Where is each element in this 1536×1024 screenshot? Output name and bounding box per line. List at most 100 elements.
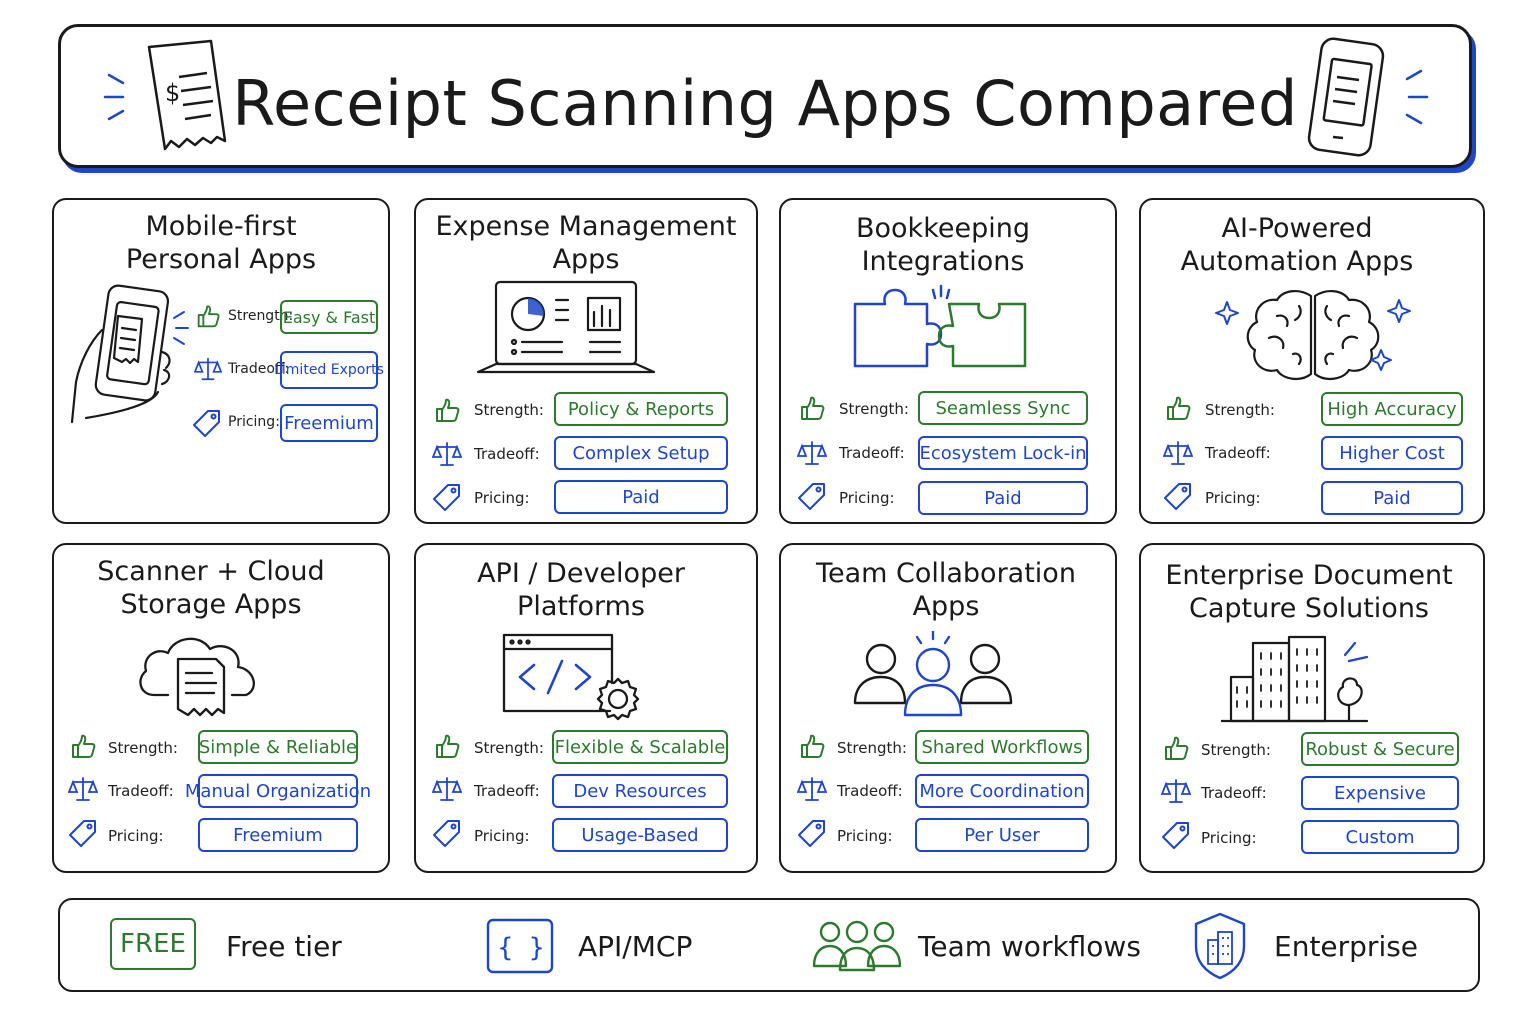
strength-pill: High Accuracy xyxy=(1321,392,1463,426)
strength-icon xyxy=(432,731,462,761)
strength-label: Strength: xyxy=(108,739,178,757)
pricing-pill: Paid xyxy=(918,481,1088,515)
pricing-icon xyxy=(432,818,462,848)
tradeoff-label: Tradeoff: xyxy=(839,444,905,462)
pricing-icon xyxy=(192,408,222,438)
tradeoff-pill: Ecosystem Lock-in xyxy=(918,436,1088,470)
pricing-icon xyxy=(797,818,827,848)
strength-pill: Seamless Sync xyxy=(918,391,1088,425)
braces-icon: { } xyxy=(486,918,554,974)
code-window-icon xyxy=(502,633,640,721)
legend-label-free: Free tier xyxy=(226,930,342,963)
legend-label-api: API/MCP xyxy=(578,930,693,963)
legend-bar: FREE Free tier { } API/MCP Team workflow… xyxy=(58,898,1480,992)
strength-pill: Flexible & Scalable xyxy=(552,730,728,764)
strength-label: Strength: xyxy=(474,739,544,757)
pricing-pill: Usage-Based xyxy=(552,818,728,852)
tradeoff-label: Tradeoff: xyxy=(108,782,174,800)
page-title: Receipt Scanning Apps Compared xyxy=(232,67,1298,140)
pricing-label: Pricing: xyxy=(228,414,280,430)
strength-pill: Policy & Reports xyxy=(554,392,728,426)
team-icon xyxy=(812,920,902,972)
pricing-pill: Freemium xyxy=(280,404,378,442)
legend-label-team: Team workflows xyxy=(918,930,1141,963)
pricing-label: Pricing: xyxy=(1205,489,1261,507)
tradeoff-pill: Manual Organization xyxy=(185,774,371,808)
pricing-label: Pricing: xyxy=(474,827,530,845)
receipt-icon: $ xyxy=(103,39,227,151)
strength-icon xyxy=(1161,733,1191,763)
strength-label: Strength: xyxy=(474,401,544,419)
tradeoff-label: Tradeoff: xyxy=(474,445,540,463)
strength-icon xyxy=(1163,393,1193,423)
strength-pill: Simple & Reliable xyxy=(198,730,358,764)
tradeoff-pill: Higher Cost xyxy=(1321,436,1463,470)
tradeoff-label: Tradeoff: xyxy=(474,782,540,800)
shield-building-icon xyxy=(1194,912,1246,980)
tradeoff-pill: Dev Resources xyxy=(552,774,728,808)
strength-icon xyxy=(68,731,98,761)
strength-label: Strength: xyxy=(1205,401,1275,419)
pricing-icon xyxy=(1161,820,1191,850)
tradeoff-icon xyxy=(432,774,462,804)
phone-hand-icon xyxy=(70,284,189,424)
tradeoff-icon xyxy=(797,774,827,804)
tradeoff-icon xyxy=(1161,776,1191,806)
phone-receipt-icon xyxy=(1307,37,1429,157)
tradeoff-label: Tradeoff: xyxy=(228,361,290,377)
pricing-label: Pricing: xyxy=(108,827,164,845)
strength-icon xyxy=(432,395,462,425)
pricing-icon xyxy=(797,481,827,511)
svg-text:$: $ xyxy=(165,79,180,107)
legend-label-enterprise: Enterprise xyxy=(1274,930,1419,963)
strength-label: Strength: xyxy=(839,400,909,418)
pricing-pill: Freemium xyxy=(198,818,358,852)
strength-label: Strength: xyxy=(837,739,907,757)
cloud-document-icon xyxy=(139,637,255,717)
tradeoff-icon xyxy=(432,439,462,469)
tradeoff-label: Tradeoff: xyxy=(1205,444,1271,462)
team-icon xyxy=(853,631,1013,717)
tradeoff-icon xyxy=(194,355,222,383)
strength-pill: Easy & Fast xyxy=(280,300,378,334)
pricing-label: Pricing: xyxy=(839,489,895,507)
pricing-icon xyxy=(432,482,462,512)
pricing-label: Pricing: xyxy=(474,489,530,507)
pricing-pill: Paid xyxy=(1321,481,1463,515)
brain-icon xyxy=(1215,290,1411,380)
pricing-label: Pricing: xyxy=(1201,829,1257,847)
tradeoff-pill: More Coordination xyxy=(915,774,1089,808)
strength-icon xyxy=(194,302,222,330)
building-icon xyxy=(1221,635,1369,723)
pricing-icon xyxy=(68,818,98,848)
tradeoff-icon xyxy=(1163,438,1193,468)
tradeoff-pill: Limited Exports xyxy=(274,351,384,389)
laptop-dashboard-icon xyxy=(476,280,656,374)
pricing-pill: Paid xyxy=(554,480,728,514)
free-badge-icon: FREE xyxy=(110,918,196,970)
tradeoff-label: Tradeoff: xyxy=(837,782,903,800)
tradeoff-pill: Expensive xyxy=(1301,776,1459,810)
strength-pill: Shared Workflows xyxy=(915,730,1089,764)
strength-label: Strength: xyxy=(1201,741,1271,759)
pricing-pill: Per User xyxy=(915,818,1089,852)
tradeoff-icon xyxy=(68,774,98,804)
pricing-icon xyxy=(1163,481,1193,511)
tradeoff-label: Tradeoff: xyxy=(1201,784,1267,802)
puzzle-icon xyxy=(853,284,1027,368)
